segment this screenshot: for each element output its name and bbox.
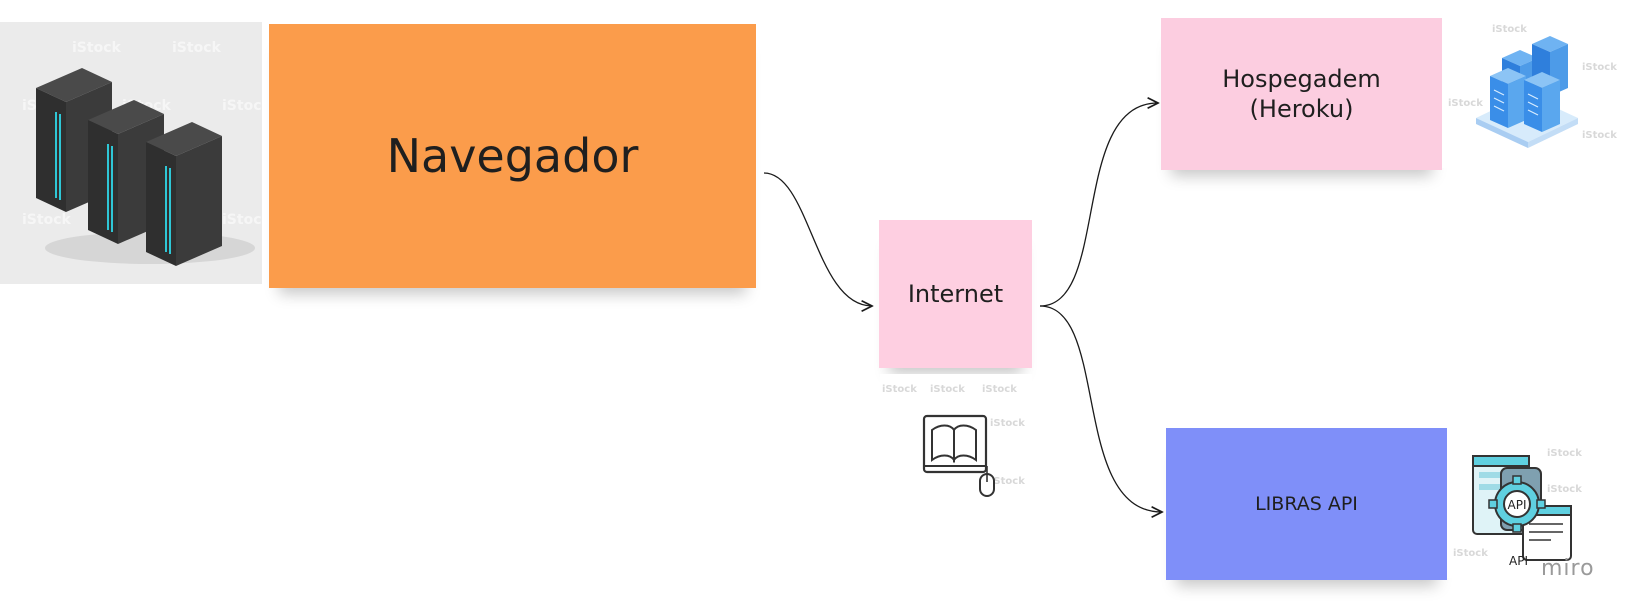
watermark: iStock	[1582, 130, 1617, 141]
note-text: Hospegadem (Heroku)	[1222, 65, 1381, 123]
watermark: iStock	[882, 384, 917, 395]
sticky-note-internet[interactable]: Internet	[879, 220, 1032, 368]
watermark: iStock	[1582, 62, 1617, 73]
watermark: iStock	[1547, 484, 1582, 495]
api-gear-label: API	[1508, 498, 1527, 512]
sticky-note-navegador[interactable]: Navegador	[269, 24, 756, 288]
api-caption: API	[1509, 554, 1528, 568]
arrow-internet-to-libras[interactable]	[1039, 305, 1162, 512]
watermark: iStock	[222, 98, 262, 114]
sticky-note-hospedagem[interactable]: Hospegadem (Heroku)	[1161, 18, 1442, 170]
watermark: iStock	[72, 40, 121, 56]
watermark: iStock	[172, 40, 221, 56]
watermark: iStock	[1448, 98, 1483, 109]
miro-logo: miro	[1541, 556, 1595, 581]
watermark: iStock	[222, 212, 262, 228]
watermark: iStock	[930, 384, 965, 395]
note-text: LIBRAS API	[1255, 493, 1358, 515]
server-rack-icon	[36, 68, 255, 266]
note-text: Internet	[907, 280, 1004, 308]
watermark: iStock	[990, 418, 1025, 429]
server-rack-image[interactable]: iStock iStock iStock iStock iStock iStoc…	[0, 22, 262, 284]
watermark: iStock	[22, 212, 71, 228]
note-text: Navegador	[386, 129, 639, 183]
api-gear-image[interactable]: iStock iStock iStock API	[1447, 428, 1587, 578]
watermark: iStock	[1547, 448, 1582, 459]
book-mouse-image[interactable]: iStock iStock iStock iStock iStock	[880, 374, 1032, 522]
cloud-server-image[interactable]: iStock iStock iStock iStock	[1442, 18, 1626, 168]
sticky-note-libras-api[interactable]: LIBRAS API	[1166, 428, 1447, 580]
watermark: iStock	[990, 476, 1025, 487]
book-mouse-icon	[922, 414, 995, 497]
watermark: iStock	[982, 384, 1017, 395]
arrow-navegador-to-internet[interactable]	[763, 172, 872, 306]
watermark: iStock	[1492, 24, 1527, 35]
cloud-server-icon	[1476, 36, 1578, 148]
api-gear-icon: API	[1472, 455, 1572, 561]
watermark: iStock	[1453, 548, 1488, 559]
arrow-internet-to-hospedagem[interactable]	[1039, 103, 1158, 307]
